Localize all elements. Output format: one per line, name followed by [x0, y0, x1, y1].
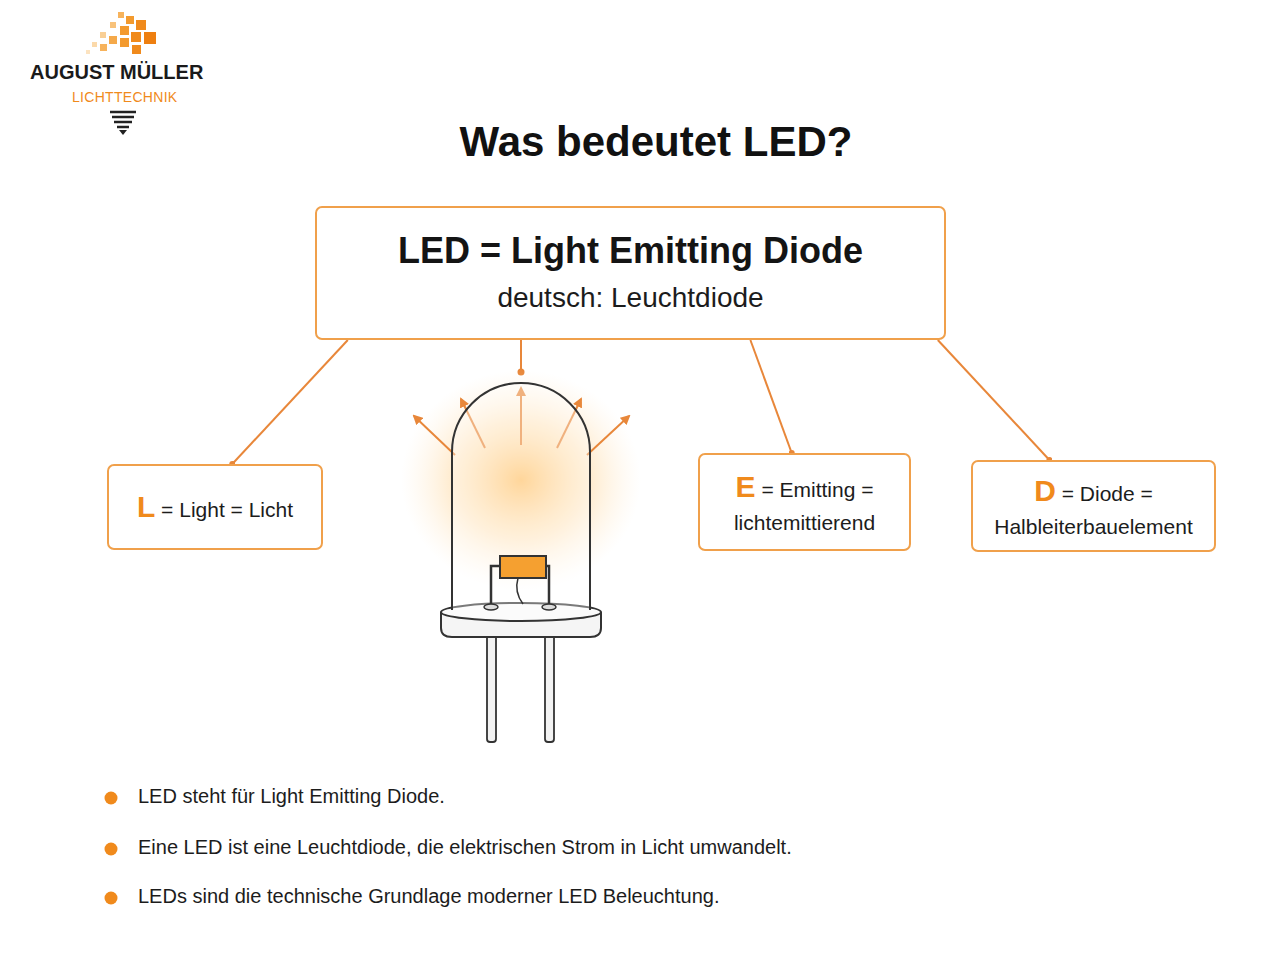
connector-line [938, 340, 1050, 460]
brand-name: AUGUST MÜLLER [30, 61, 203, 84]
funnel-stripe [114, 121, 132, 124]
bullet-dot [105, 843, 118, 856]
logo-pixel [100, 44, 107, 51]
logo-pixel [120, 38, 129, 47]
funnel-stripe [112, 116, 134, 119]
bullet-dot [105, 892, 118, 905]
led-leg [545, 634, 554, 742]
post-foot [542, 604, 556, 610]
definition-box: LED = Light Emitting Diode deutsch: Leuch… [315, 206, 946, 340]
led-illustration [401, 370, 641, 742]
logo-pixel [131, 32, 141, 42]
logo-pixel [120, 26, 129, 35]
light-ray [587, 416, 629, 455]
leader-line [520, 340, 522, 372]
logo-pixel [109, 36, 117, 44]
letter-box: D = Diode = Halbleiterbauelement [971, 460, 1216, 552]
light-ray [414, 416, 455, 455]
german-translation: deutsch: Leuchtdiode [497, 280, 763, 316]
logo-pixel [126, 16, 134, 24]
bond-wire [517, 578, 523, 604]
letter-meaning: D = Diode = Halbleiterbauelement [981, 470, 1206, 541]
post-foot [484, 604, 498, 610]
letter-box: L = Light = Licht [107, 464, 323, 550]
logo-pixel [118, 12, 124, 18]
logo-pixel [86, 50, 90, 54]
logo-pixel [100, 32, 106, 38]
logo-pixel [92, 42, 97, 47]
brand-subtitle: LICHTTECHNIK [72, 89, 178, 105]
diagram-title: Was bedeutet LED? [356, 118, 956, 166]
funnel-tip [119, 130, 127, 135]
led-dome [452, 383, 590, 610]
funnel-stripe [110, 111, 136, 114]
letter-box: E = Emitting = lichtemittierend [698, 453, 911, 551]
logo-pixel [136, 20, 146, 30]
funnel-stripe [117, 126, 129, 129]
bullet-text: LED steht für Light Emitting Diode. [138, 785, 445, 808]
bullet-dot [105, 792, 118, 805]
letter-meaning: E = Emitting = lichtemittierend [708, 466, 901, 537]
connector-line [232, 340, 348, 464]
bullet-text: Eine LED ist eine Leuchtdiode, die elekt… [138, 836, 792, 859]
connector-group [232, 340, 1049, 464]
led-leg [487, 634, 496, 742]
logo-pixel [110, 22, 116, 28]
bullet-points [105, 792, 118, 905]
logo-pixel [144, 32, 156, 44]
led-chip [500, 556, 546, 578]
bullet-text: LEDs sind die technische Grundlage moder… [138, 885, 719, 908]
letter-meaning: L = Light = Licht [137, 486, 293, 528]
acronym-definition: LED = Light Emitting Diode [398, 229, 863, 272]
logo-pixel [132, 45, 141, 54]
logo-funnel [110, 112, 136, 127]
connector-line [750, 340, 791, 453]
led-post [491, 566, 500, 608]
